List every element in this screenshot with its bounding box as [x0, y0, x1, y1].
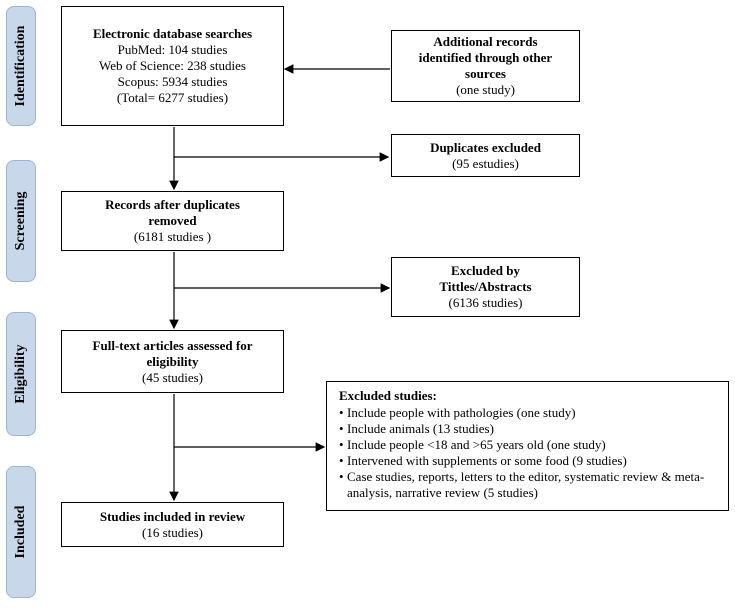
database-search-line: PubMed: 104 studies	[117, 42, 228, 57]
stage-screening: Screening	[6, 160, 36, 282]
additional-records-title: sources	[465, 66, 506, 81]
duplicates-excluded-count: (95 estudies)	[452, 155, 519, 171]
studies-included-title: Studies included in review	[99, 508, 246, 524]
full-text-title: Full-text articles assessed for	[92, 337, 253, 353]
excluded-titles-title: Excluded by	[451, 263, 520, 278]
duplicates-excluded-title: Duplicates excluded	[430, 139, 541, 155]
records-after-duplicates-count: (6181 studies )	[133, 229, 212, 244]
excluded-titles-box: Excluded by Tittles/Abstracts (6136 stud…	[391, 257, 580, 317]
stage-included: Included	[6, 466, 36, 598]
excluded-reason-item: Intervened with supplements or some food…	[339, 453, 720, 469]
records-after-duplicates-title: Records after duplicates	[105, 197, 240, 212]
studies-included-count: (16 studies)	[141, 524, 204, 540]
records-after-duplicates-box: Records after duplicates removed (6181 s…	[61, 191, 284, 251]
full-text-title: eligibility	[146, 353, 199, 369]
studies-included-box: Studies included in review (16 studies)	[61, 502, 284, 547]
full-text-count: (45 studies)	[141, 369, 204, 385]
excluded-reason-item: Include people with pathologies (one stu…	[339, 405, 720, 421]
additional-records-title: identified through other	[418, 50, 553, 65]
excluded-studies-title: Excluded studies:	[339, 388, 437, 403]
excluded-studies-list: Include people with pathologies (one stu…	[339, 405, 720, 501]
excluded-titles-count: (6136 studies)	[448, 295, 523, 310]
additional-records-box: Additional records identified through ot…	[391, 30, 580, 102]
excluded-titles-title: Tittles/Abstracts	[439, 279, 532, 294]
database-search-line: Web of Science: 238 studies	[99, 58, 246, 73]
stage-eligibility: Eligibility	[6, 312, 36, 436]
duplicates-excluded-box: Duplicates excluded (95 estudies)	[391, 134, 580, 177]
additional-records-count: (one study)	[456, 82, 515, 97]
stage-identification: Identification	[6, 6, 36, 126]
records-after-duplicates-title: removed	[148, 213, 197, 228]
full-text-box: Full-text articles assessed for eligibil…	[61, 330, 284, 393]
database-search-title: Electronic database searches	[92, 26, 253, 41]
database-search-box: Electronic database searches PubMed: 104…	[61, 6, 284, 126]
database-search-line: Scopus: 5934 studies	[117, 74, 228, 89]
excluded-reason-item: Include animals (13 studies)	[339, 421, 720, 437]
excluded-studies-box: Excluded studies: Include people with pa…	[326, 381, 729, 511]
additional-records-title: Additional records	[433, 34, 538, 49]
database-search-line: (Total= 6277 studies)	[116, 90, 229, 105]
excluded-reason-item: Case studies, reports, letters to the ed…	[339, 469, 720, 501]
excluded-reason-item: Include people <18 and >65 years old (on…	[339, 437, 720, 453]
